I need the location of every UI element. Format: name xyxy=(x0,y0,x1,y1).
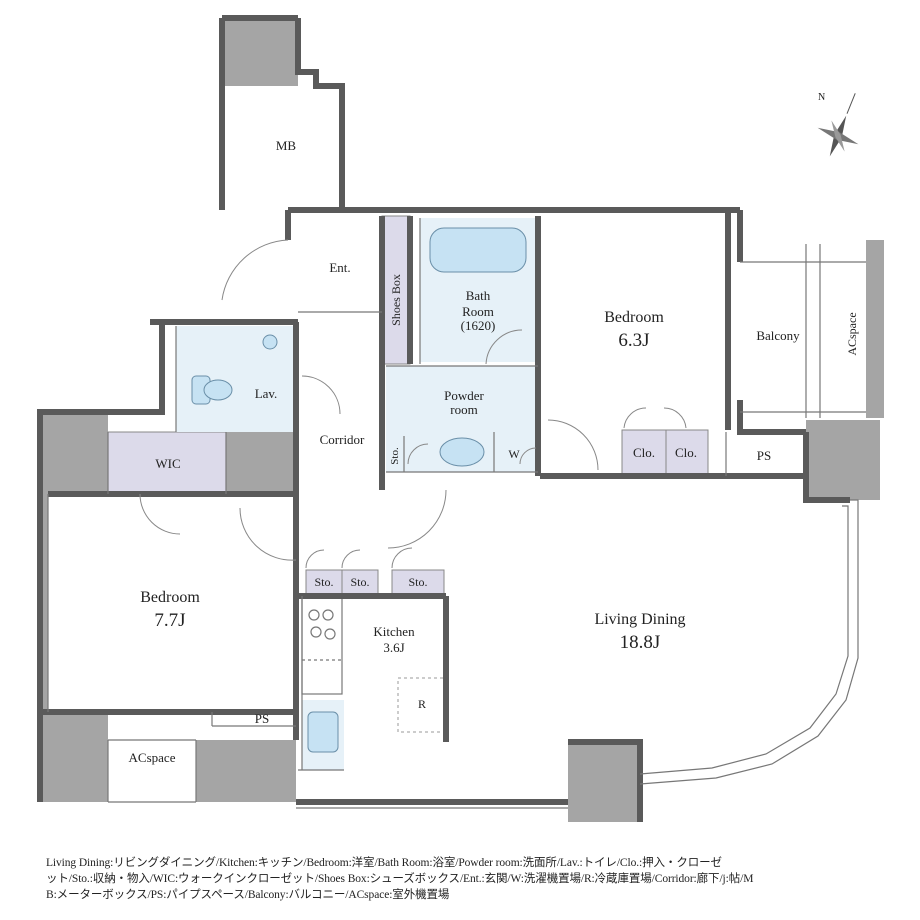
walls xyxy=(37,15,850,822)
living-window-wall xyxy=(296,499,859,809)
label-clo-1: Clo. xyxy=(633,445,655,460)
label-bedroom-w-size: 7.7J xyxy=(154,610,185,631)
label-living-size: 18.8J xyxy=(620,632,661,653)
label-sto-3: Sto. xyxy=(408,575,427,589)
bathtub xyxy=(429,227,527,273)
floor-plan: N MB Ent. Shoes Box Bath Room (1620) Bed… xyxy=(37,15,884,822)
label-w: W xyxy=(508,447,520,461)
sto-area-3 xyxy=(391,569,445,595)
label-living: Living Dining xyxy=(594,611,685,628)
washbasin-icon xyxy=(439,437,485,467)
label-kitchen-size: 3.6J xyxy=(383,640,404,655)
shaft-right xyxy=(806,420,880,500)
label-bedroom-ne: Bedroom xyxy=(604,309,664,326)
label-sto-2: Sto. xyxy=(350,575,369,589)
legend-line-3: B:メーターボックス/PS:パイプスペース/Balcony:バルコニー/ACsp… xyxy=(46,889,450,901)
fixtures xyxy=(191,227,527,753)
label-acspace-bottom: ACspace xyxy=(129,750,176,765)
label-bath-1: Bath xyxy=(466,288,491,303)
label-ent: Ent. xyxy=(329,260,350,275)
sto-area-1 xyxy=(305,569,343,595)
label-powder-2: room xyxy=(450,402,477,417)
thin-walls xyxy=(47,218,866,803)
toilet-bowl-icon xyxy=(203,379,233,401)
storage-areas xyxy=(107,215,709,595)
shoes-box-area xyxy=(381,215,411,365)
legend-line-2: ット/Sto.:収納・物入/WIC:ウォークインクローゼット/Shoes Box… xyxy=(46,873,754,885)
label-balcony: Balcony xyxy=(756,328,800,343)
label-bath-size: (1620) xyxy=(461,318,496,333)
room-labels: MB Ent. Shoes Box Bath Room (1620) Bedro… xyxy=(129,138,859,765)
label-bedroom-ne-size: 6.3J xyxy=(618,330,649,351)
label-ps-right: PS xyxy=(757,448,771,463)
label-kitchen: Kitchen xyxy=(373,624,415,639)
wet-areas xyxy=(176,218,538,770)
door-swings xyxy=(139,239,687,569)
sto-area-2 xyxy=(341,569,379,595)
kitchen-sink-icon xyxy=(307,711,339,753)
pipe-shaft-wic xyxy=(226,430,298,494)
abbreviation-legend: Living Dining:リビングダイニング/Kitchen:キッチン/Bed… xyxy=(46,855,886,903)
label-corridor: Corridor xyxy=(320,432,365,447)
label-refrigerator: R xyxy=(418,697,426,711)
outer-shaft-bottom-mid xyxy=(196,740,296,802)
outer-shaft-bottom-left xyxy=(40,712,108,802)
shaft-bottom-living xyxy=(568,742,640,822)
lav-sink-icon xyxy=(262,334,278,350)
label-sto-small: Sto. xyxy=(389,447,401,465)
label-bath-2: Room xyxy=(462,304,494,319)
label-sto-1: Sto. xyxy=(314,575,333,589)
legend-line-1: Living Dining:リビングダイニング/Kitchen:キッチン/Bed… xyxy=(46,857,722,869)
label-acspace-right: ACspace xyxy=(845,312,859,355)
label-clo-2: Clo. xyxy=(675,445,697,460)
mb-shaft xyxy=(222,18,298,86)
label-wic: WIC xyxy=(155,456,180,471)
label-mb: MB xyxy=(276,138,297,153)
label-shoes-box: Shoes Box xyxy=(389,274,403,326)
compass-icon xyxy=(817,93,859,157)
label-powder-1: Powder xyxy=(444,388,484,403)
stove-icon xyxy=(301,597,343,695)
shaft-areas xyxy=(40,18,884,822)
shaft-right-top xyxy=(866,240,884,418)
label-bedroom-w: Bedroom xyxy=(140,589,200,606)
outer-shaft-left xyxy=(40,492,48,802)
pipe-shaft-left xyxy=(40,412,108,492)
label-ps-left: PS xyxy=(255,711,269,726)
label-lav: Lav. xyxy=(255,386,278,401)
compass-north-label: N xyxy=(818,92,825,103)
